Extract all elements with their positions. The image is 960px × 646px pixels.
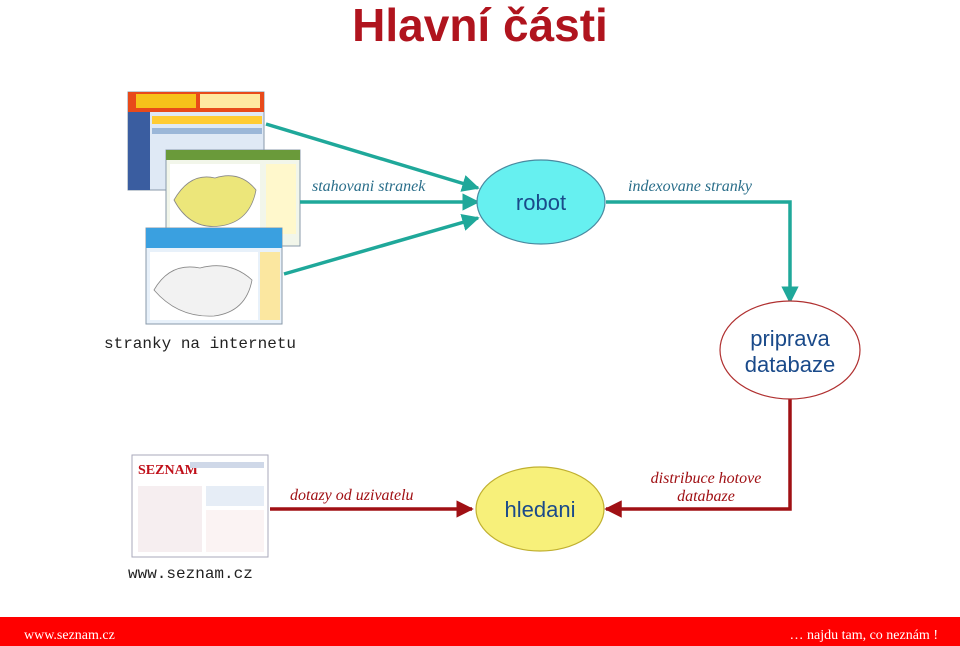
flow-diagram: SEZNAM robot priprava databaze hledani s… (104, 91, 861, 583)
arrow-priprava-hledani (604, 398, 792, 518)
arrow-page3-robot (283, 213, 480, 276)
footer-left: www.seznam.cz (24, 628, 115, 643)
label-distribuce-line1: distribuce hotove (651, 470, 762, 487)
label-seznam-url: www.seznam.cz (128, 565, 253, 583)
arrow-page1-robot (265, 122, 480, 192)
label-distribuce-line2: databaze (677, 488, 735, 505)
robot-node: robot (476, 159, 606, 245)
page-title: Hlavní části (352, 0, 608, 51)
footer-bar: www.seznam.cz … najdu tam, co neznám ! (0, 617, 960, 646)
webpage-thumbnail-1 (127, 91, 265, 191)
arrow-robot-priprava (606, 200, 799, 304)
seznam-thumbnail: SEZNAM (131, 454, 269, 558)
webpage-thumbnail-3 (145, 227, 283, 325)
priprava-node: priprava databaze (719, 300, 861, 400)
robot-label: robot (516, 190, 566, 215)
label-stahovani: stahovani stranek (312, 178, 426, 195)
label-dotazy: dotazy od uzivatelu (290, 487, 414, 504)
hledani-node: hledani (475, 466, 605, 552)
label-indexovane: indexovane stranky (628, 178, 753, 195)
priprava-label-line1: priprava (750, 326, 830, 351)
footer-right: … najdu tam, co neznám ! (789, 628, 938, 643)
svg-text:SEZNAM: SEZNAM (138, 463, 198, 478)
hledani-label: hledani (505, 497, 576, 522)
label-stranky-internetu: stranky na internetu (104, 335, 296, 353)
priprava-label-line2: databaze (745, 352, 836, 377)
